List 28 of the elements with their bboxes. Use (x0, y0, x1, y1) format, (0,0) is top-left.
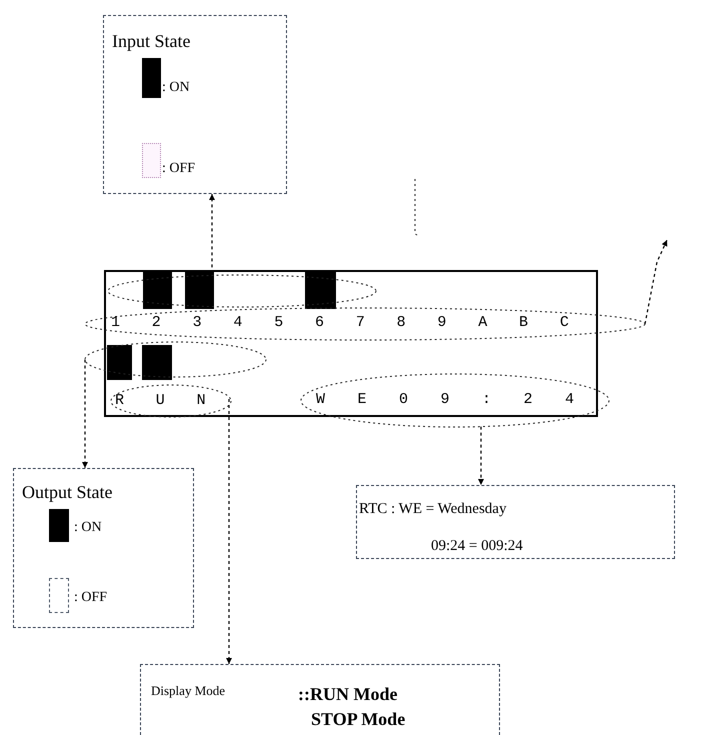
rtc-text: 09:24 = 009:24 (431, 537, 523, 556)
arrow (644, 240, 668, 324)
label-text: Display Mode (151, 683, 226, 700)
number-row-ellipse (85, 308, 645, 340)
output-row-ellipse (85, 342, 266, 377)
rtc-box (356, 485, 675, 559)
lcd-text: R U N (115, 392, 206, 411)
legend-text: : ON (162, 79, 190, 96)
display-mode-box (140, 664, 500, 735)
mode-ellipse (111, 385, 231, 417)
clock-ellipse (301, 374, 609, 427)
input-state-box (103, 15, 287, 194)
arrow (226, 399, 232, 664)
heading: Input State (112, 30, 190, 52)
output-state-box (13, 468, 194, 628)
lcd-display (104, 270, 598, 417)
lcd-text: 1 2 3 4 5 6 7 8 9 A B C (111, 314, 569, 333)
rtc-text: RTC : WE = Wednesday (359, 500, 506, 519)
mode-text: ::RUN Mode (298, 683, 398, 706)
arrow (82, 360, 88, 468)
legend-text: : ON (74, 519, 102, 536)
lcd-text: W E 0 9 : 2 4 (316, 391, 574, 410)
legend-text: : OFF (162, 160, 196, 178)
mode-text: STOP Mode (311, 708, 406, 730)
heading: Output State (22, 481, 112, 504)
arrow (478, 426, 484, 485)
input-row-ellipse (108, 275, 376, 307)
legend-text: : OFF (74, 589, 108, 606)
